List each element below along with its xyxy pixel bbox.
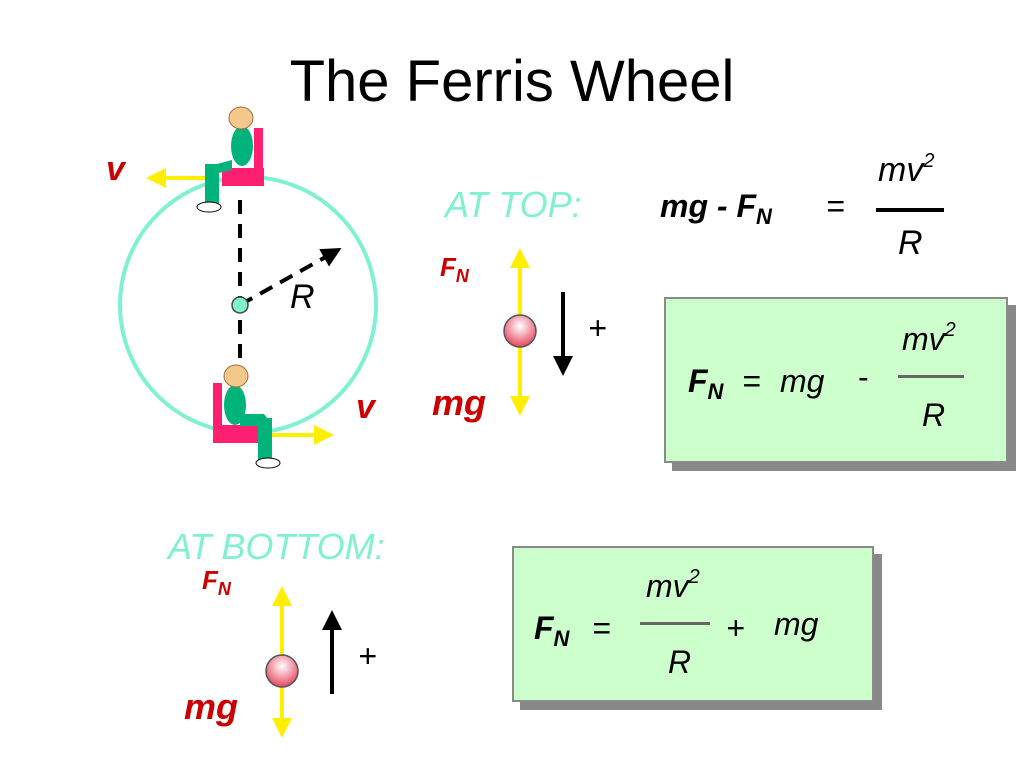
top-equation-numerator: mv2 <box>878 150 935 189</box>
top-result-equals: = <box>742 363 761 399</box>
top-weight-label: mg <box>432 382 486 423</box>
top-free-body <box>503 248 573 416</box>
top-result-lhs: FN <box>688 363 724 404</box>
bottom-result-lhs: FN <box>534 610 570 651</box>
top-result-box: FN = mg - mv2 R <box>664 297 1008 463</box>
top-result-numerator: mv2 <box>902 319 956 357</box>
velocity-bottom-label: v <box>356 388 375 426</box>
top-equation-fraction-bar <box>876 208 944 212</box>
top-equation-lhs: mg - FN <box>660 188 772 229</box>
bottom-result-numerator: mv2 <box>646 566 700 604</box>
wheel-hub <box>231 296 249 314</box>
at-top-heading: AT TOP: <box>445 184 582 225</box>
top-normal-force-label: FN <box>440 252 469 286</box>
bottom-result-equals: = <box>592 610 611 646</box>
top-equation-equals: = <box>826 188 845 224</box>
bottom-result-plus: + <box>726 610 745 646</box>
top-result-denominator: R <box>922 397 946 433</box>
bottom-result-term: mg <box>774 606 819 642</box>
top-rider <box>146 106 264 213</box>
top-sign-label: + <box>588 310 607 346</box>
bottom-free-body <box>265 586 342 738</box>
top-result-minus: - <box>858 359 869 395</box>
at-bottom-heading: AT BOTTOM: <box>168 526 385 567</box>
bottom-rider <box>213 364 334 469</box>
bottom-weight-label: mg <box>184 686 238 727</box>
slide-title: The Ferris Wheel <box>289 49 735 114</box>
bottom-sign-label: + <box>358 638 377 674</box>
top-result-fraction-bar <box>898 375 964 378</box>
top-result-term: mg <box>780 363 825 399</box>
bottom-result-box: FN = mv2 R + mg <box>512 546 874 702</box>
top-equation-denominator: R <box>898 224 923 262</box>
bottom-result-denominator: R <box>668 644 692 680</box>
radius-label: R <box>290 278 315 316</box>
velocity-top-label: v <box>106 150 125 188</box>
bottom-normal-force-label: FN <box>202 565 231 599</box>
bottom-result-fraction-bar <box>640 622 710 625</box>
radius-arrow <box>239 248 342 307</box>
